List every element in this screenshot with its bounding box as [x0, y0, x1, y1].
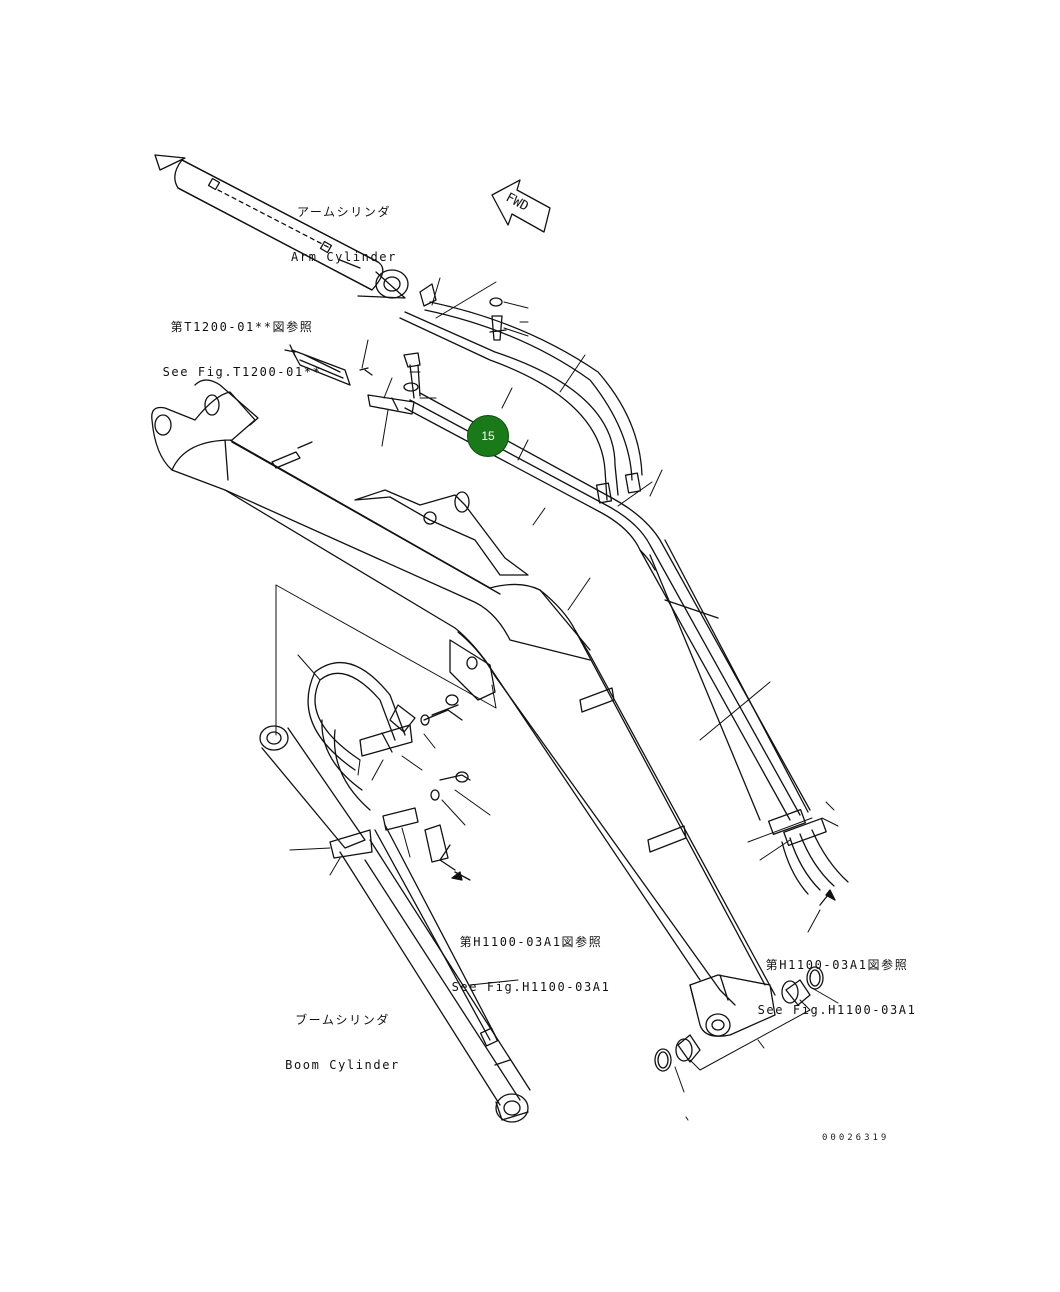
boom-cylinder-label-en: Boom Cylinder	[285, 1058, 400, 1072]
ref-t1200-label: 第T1200-01**図参照 See Fig.T1200-01**	[158, 290, 326, 395]
arm-cylinder-label-jp: アームシリンダ	[296, 205, 392, 219]
arm-cylinder-label-en: Arm Cylinder	[291, 250, 397, 264]
boom-cylinder-label-jp: ブームシリンダ	[295, 1013, 390, 1027]
ref-h1100-right-label-jp: 第H1100-03A1図参照	[765, 958, 909, 972]
arm-cylinder-label: アームシリンダ Arm Cylinder	[284, 175, 404, 280]
ref-t1200-label-en: See Fig.T1200-01**	[162, 365, 322, 379]
ref-t1200-label-jp: 第T1200-01**図参照	[170, 320, 314, 334]
boom-cylinder-hose	[307, 662, 499, 1047]
ref-h1100-right-label-en: See Fig.H1100-03A1	[757, 1003, 917, 1017]
hose-bundle-upper	[399, 301, 811, 836]
small-parts-upper	[284, 283, 507, 415]
part-callout-number: 15	[481, 429, 495, 443]
ref-h1100-middle-label: 第H1100-03A1図参照 See Fig.H1100-03A1	[446, 905, 616, 1010]
fwd-arrow-icon: FWD	[491, 179, 551, 233]
part-callout-15[interactable]: 15	[467, 415, 509, 457]
document-id: 00026319	[822, 1133, 890, 1143]
leader-lines	[275, 277, 839, 1121]
small-parts-middle	[359, 694, 471, 881]
ref-h1100-right-label: 第H1100-03A1図参照 See Fig.H1100-03A1	[752, 928, 922, 1033]
hose-ends-lower-right	[781, 817, 849, 906]
bushings	[654, 966, 824, 1072]
fwd-label: FWD	[503, 190, 531, 214]
ref-h1100-middle-label-jp: 第H1100-03A1図参照	[459, 935, 603, 949]
boom-cylinder	[259, 725, 531, 1123]
ref-h1100-middle-label-en: See Fig.H1100-03A1	[451, 980, 611, 994]
arm-cylinder	[154, 154, 409, 299]
boom-structure	[151, 379, 776, 1037]
boom-cylinder-label: ブームシリンダ Boom Cylinder	[280, 983, 405, 1088]
